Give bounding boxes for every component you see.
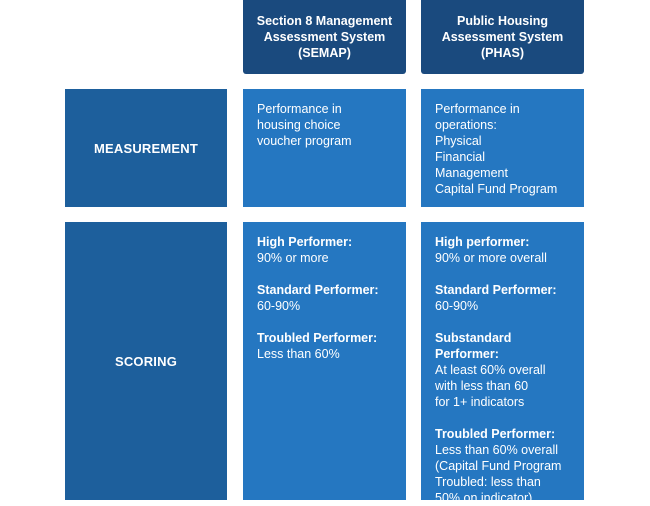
header-semap-text: Section 8 Management Assessment System (… bbox=[256, 14, 393, 60]
text-line: housing choice bbox=[257, 118, 341, 132]
score-group: High Performer: 90% or more bbox=[257, 234, 392, 266]
cell-measurement-phas: Performance in operations: Physical Fina… bbox=[421, 89, 584, 207]
score-line: 50% on indicator) bbox=[435, 491, 533, 505]
cell-measurement-semap: Performance in housing choice voucher pr… bbox=[243, 89, 406, 207]
score-line: with less than 60 bbox=[435, 379, 529, 393]
header-phas-text: Public Housing Assessment System (PHAS) bbox=[441, 14, 564, 60]
score-line: 90% or more overall bbox=[435, 251, 547, 265]
row-label-scoring: SCORING bbox=[65, 222, 227, 500]
score-title: Troubled Performer: bbox=[435, 427, 556, 441]
score-line: 60-90% bbox=[257, 299, 301, 313]
score-line: for 1+ indicators bbox=[435, 395, 525, 409]
text-line: Physical bbox=[435, 134, 482, 148]
header-semap: Section 8 Management Assessment System (… bbox=[243, 0, 406, 74]
score-group: Standard Performer: 60-90% bbox=[257, 282, 392, 314]
text-line: Performance in bbox=[435, 102, 520, 116]
score-title: Troubled Performer: bbox=[257, 331, 378, 345]
row-label-measurement: MEASUREMENT bbox=[65, 89, 227, 207]
cell-scoring-phas: High performer: 90% or more overall Stan… bbox=[421, 222, 584, 505]
score-title: High Performer: bbox=[257, 235, 353, 249]
score-group: Troubled Performer: Less than 60% bbox=[257, 330, 392, 362]
score-title: Standard Performer: bbox=[435, 283, 557, 297]
score-title: Standard Performer: bbox=[257, 283, 379, 297]
text-line: Management bbox=[435, 166, 508, 180]
row-label-measurement-text: MEASUREMENT bbox=[93, 140, 199, 156]
score-group: Troubled Performer: Less than 60% overal… bbox=[435, 426, 570, 506]
score-title: High performer: bbox=[435, 235, 530, 249]
text-line: voucher program bbox=[257, 134, 352, 148]
text-line: Financial bbox=[435, 150, 486, 164]
text-line: Performance in bbox=[257, 102, 342, 116]
score-line: At least 60% overall bbox=[435, 363, 546, 377]
score-group: High performer: 90% or more overall bbox=[435, 234, 570, 266]
score-line: Less than 60% overall bbox=[435, 443, 558, 457]
score-line: Troubled: less than bbox=[435, 475, 541, 489]
score-line: 60-90% bbox=[435, 299, 479, 313]
text-line: Capital Fund Program bbox=[435, 182, 558, 196]
score-line: Less than 60% bbox=[257, 347, 340, 361]
score-title: Substandard Performer: bbox=[435, 331, 512, 361]
cell-scoring-semap: High Performer: 90% or more Standard Per… bbox=[243, 222, 406, 500]
row-label-scoring-text: SCORING bbox=[114, 353, 178, 369]
header-phas: Public Housing Assessment System (PHAS) bbox=[421, 0, 584, 74]
score-group: Substandard Performer: At least 60% over… bbox=[435, 330, 570, 410]
text-line: operations: bbox=[435, 118, 497, 132]
score-group: Standard Performer: 60-90% bbox=[435, 282, 570, 314]
score-line: (Capital Fund Program bbox=[435, 459, 562, 473]
score-line: 90% or more bbox=[257, 251, 329, 265]
